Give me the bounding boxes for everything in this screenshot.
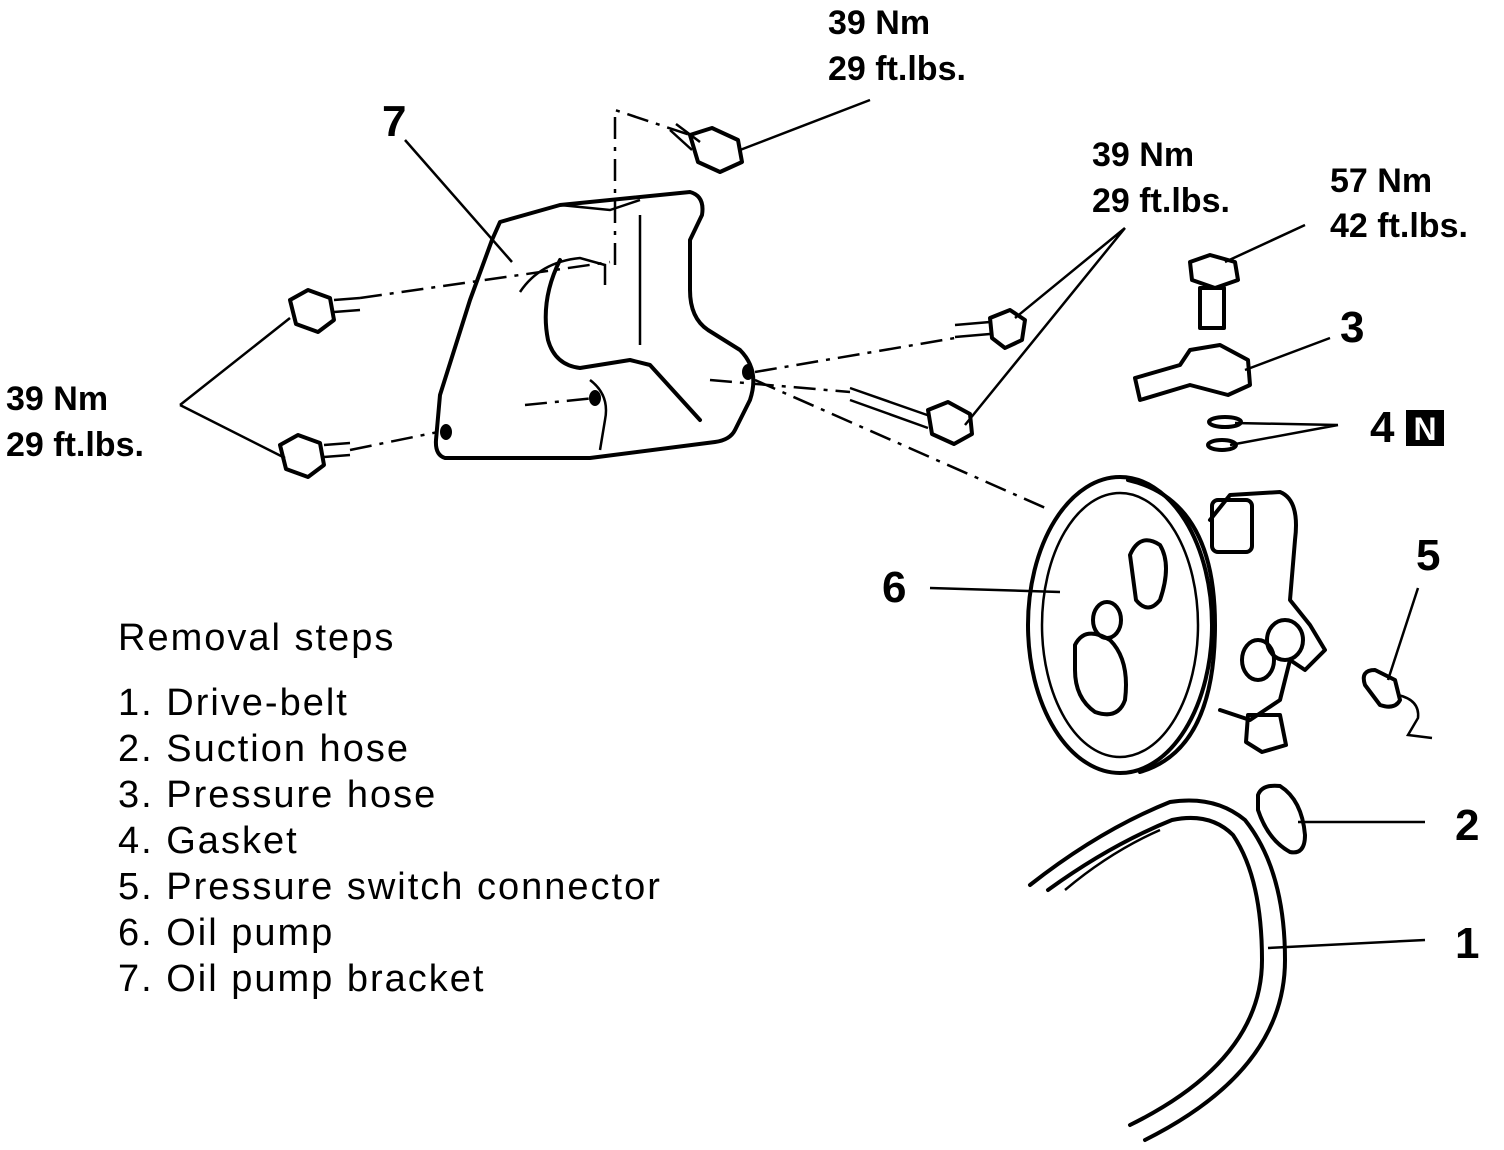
callout-2: 2 <box>1455 801 1479 850</box>
bracket-bolt-upper <box>669 123 744 174</box>
assembly-lines <box>349 108 1051 512</box>
leader-lines <box>179 98 1426 950</box>
torque-label-top: 39 Nm 29 ft.lbs. <box>828 4 966 88</box>
removal-step: 3. Pressure hose <box>118 774 437 816</box>
torque-label-right: 39 Nm 29 ft.lbs. <box>1092 136 1230 220</box>
torque-nm: 39 Nm <box>1092 136 1194 174</box>
torque-nm: 57 Nm <box>1330 162 1432 200</box>
torque-label-eye-bolt: 57 Nm 42 ft.lbs. <box>1330 162 1468 245</box>
removal-step: 2. Suction hose <box>118 728 410 770</box>
torque-nm: 39 Nm <box>828 4 930 42</box>
torque-nm: 39 Nm <box>6 380 108 418</box>
oil-pump <box>1026 475 1327 775</box>
callout-7: 7 <box>382 97 406 146</box>
torque-ftlbs: 29 ft.lbs. <box>6 426 144 464</box>
removal-step: 4. Gasket <box>118 820 299 862</box>
callout-6: 6 <box>882 563 906 612</box>
new-part-badge-letter: N <box>1413 411 1436 447</box>
torque-ftlbs: 29 ft.lbs. <box>1092 182 1230 220</box>
torque-label-left: 39 Nm 29 ft.lbs. <box>6 380 144 464</box>
callout-5: 5 <box>1416 531 1440 580</box>
bracket-bolt-left-lower <box>278 433 351 479</box>
bracket-bolt-right-short <box>954 308 1027 350</box>
removal-step: 1. Drive-belt <box>118 682 349 724</box>
removal-steps-title: Removal steps <box>118 617 395 659</box>
drive-belt <box>1028 798 1287 1142</box>
removal-steps: Removal steps 1. Drive-belt 2. Suction h… <box>118 617 662 1000</box>
callout-1: 1 <box>1455 919 1479 968</box>
torque-ftlbs: 42 ft.lbs. <box>1330 207 1468 245</box>
oil-pump-bracket <box>433 190 756 460</box>
torque-ftlbs: 29 ft.lbs. <box>828 50 966 88</box>
removal-step: 5. Pressure switch connector <box>118 866 662 908</box>
suction-hose <box>1256 783 1307 855</box>
bracket-bolt-right-long <box>849 386 974 446</box>
pressure-hose <box>1133 343 1252 402</box>
new-part-badge: N <box>1406 410 1444 447</box>
bracket-bolt-left-upper <box>288 288 361 334</box>
removal-step: 6. Oil pump <box>118 912 334 954</box>
callout-3: 3 <box>1340 303 1364 352</box>
removal-step: 7. Oil pump bracket <box>118 958 485 1000</box>
pressure-switch-connector <box>1361 668 1433 740</box>
callout-4: 4 <box>1370 403 1395 452</box>
pressure-hose-eye-bolt <box>1188 253 1240 330</box>
